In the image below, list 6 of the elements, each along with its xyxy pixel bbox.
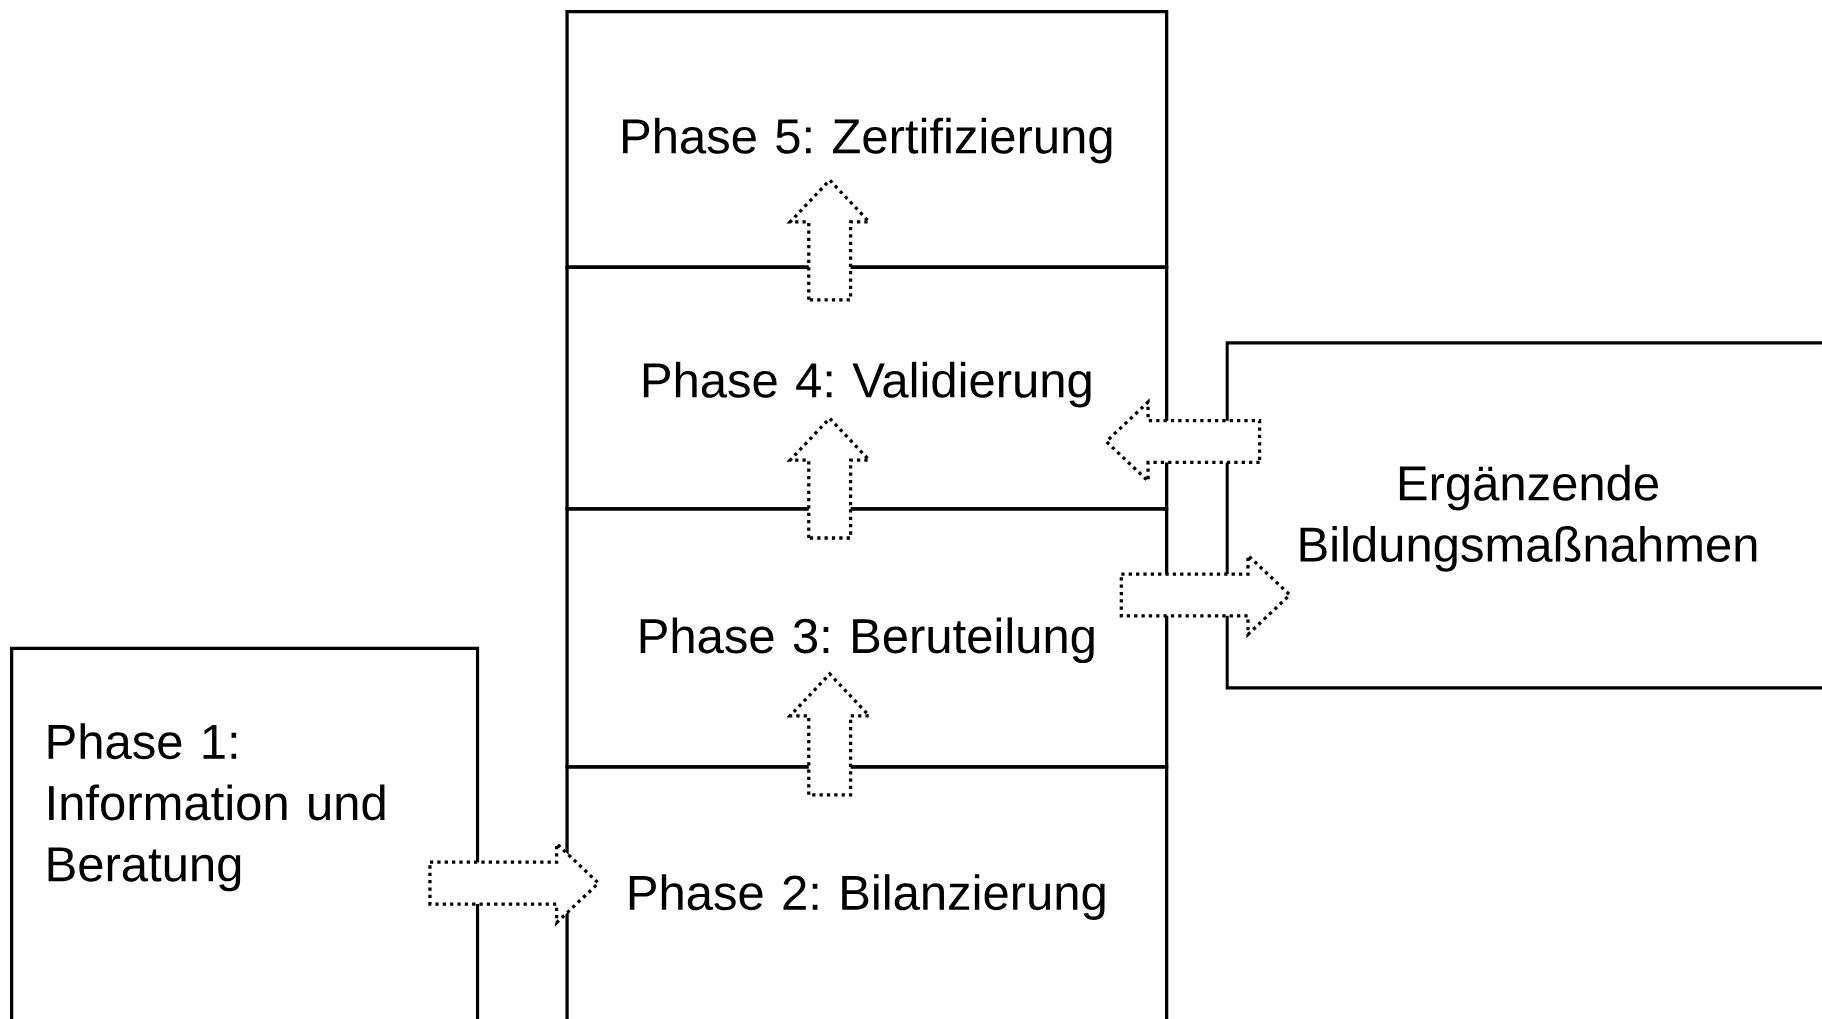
phase-box: Phase 1: Information und Beratung bbox=[10, 646, 480, 1019]
phase-box: Phase 4: Validierung bbox=[565, 265, 1169, 511]
phase-box: Phase 3: Beruteilung bbox=[565, 507, 1169, 769]
phase-box: Phase 5: Zertifizierung bbox=[565, 9, 1169, 269]
phase-box: Ergänzende Bildungsmaßnahmen bbox=[1225, 341, 1822, 690]
phase-box: Phase 2: Bilanzierung bbox=[565, 765, 1169, 1019]
